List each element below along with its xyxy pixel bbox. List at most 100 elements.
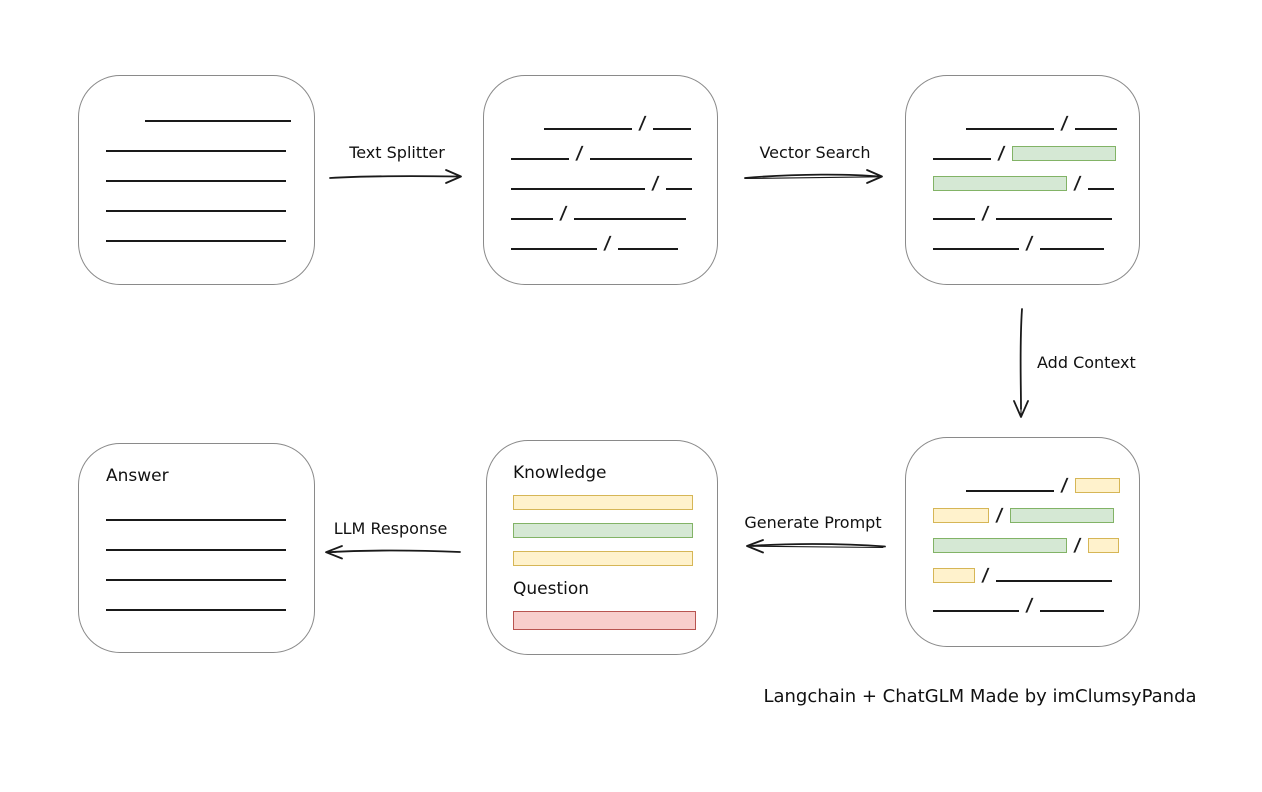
text-row xyxy=(106,551,314,581)
text-row: / xyxy=(906,582,1139,616)
red-bar xyxy=(513,611,696,630)
green-highlight-bar xyxy=(933,538,1067,553)
context-lines: / / / / / xyxy=(906,462,1139,616)
diagram-caption: Langchain + ChatGLM Made by imClumsyPand… xyxy=(763,686,1197,707)
green-highlight-bar xyxy=(1009,508,1114,523)
text-gap xyxy=(933,129,959,130)
knowledge-bars xyxy=(513,495,693,566)
text-slash: / xyxy=(980,203,990,224)
yellow-highlight-bar xyxy=(1074,478,1120,493)
text-line xyxy=(665,178,692,190)
text-row: / xyxy=(484,220,717,254)
text-row xyxy=(106,491,314,521)
text-line xyxy=(933,208,975,220)
text-line xyxy=(511,208,553,220)
yellow-highlight-bar xyxy=(933,568,975,583)
left-arrow-icon xyxy=(325,545,461,560)
text-row xyxy=(79,182,314,212)
text-line xyxy=(1074,118,1117,130)
text-line xyxy=(106,569,286,581)
question-label: Question xyxy=(513,579,590,599)
text-slash: / xyxy=(637,113,647,134)
text-slash: / xyxy=(1024,595,1034,616)
yellow-highlight-bar xyxy=(1087,538,1119,553)
vector-matches-box: ///// xyxy=(905,75,1140,285)
text-line xyxy=(589,148,692,160)
text-line xyxy=(573,208,686,220)
document-box xyxy=(78,75,315,285)
answer-lines xyxy=(106,491,314,611)
text-row xyxy=(106,521,314,551)
text-slash: / xyxy=(574,143,584,164)
text-row: / xyxy=(906,190,1139,224)
green-highlight-bar xyxy=(1011,146,1116,161)
text-line xyxy=(995,208,1112,220)
right-arrow-icon xyxy=(329,169,462,184)
text-line xyxy=(966,480,1054,492)
text-row xyxy=(106,581,314,611)
text-slash: / xyxy=(996,143,1006,164)
generate-prompt-arrow: Generate Prompt xyxy=(738,513,888,557)
text-splitter-label: Text Splitter xyxy=(349,143,445,162)
left-arrow-icon xyxy=(746,539,886,554)
text-line xyxy=(966,118,1054,130)
llm-response-label: LLM Response xyxy=(333,519,448,538)
right-arrow-icon xyxy=(744,169,883,184)
add-context-label: Add Context xyxy=(1037,353,1136,372)
text-line xyxy=(106,230,286,242)
text-row: / xyxy=(906,100,1139,134)
retrieved-lines: ///// xyxy=(906,100,1139,254)
text-slash: / xyxy=(1072,535,1082,556)
text-slash: / xyxy=(558,203,568,224)
text-gap xyxy=(106,121,138,122)
add-context-arrow xyxy=(1008,306,1034,424)
text-row: / xyxy=(906,552,1139,586)
text-row: / xyxy=(484,190,717,224)
context-box: / / / / / xyxy=(905,437,1140,647)
text-line xyxy=(544,118,632,130)
llm-response-arrow: LLM Response xyxy=(318,519,463,563)
text-splitter-arrow: Text Splitter xyxy=(327,143,467,187)
green-bar xyxy=(513,523,693,538)
text-line xyxy=(106,170,286,182)
text-line xyxy=(933,600,1019,612)
vector-search-arrow: Vector Search xyxy=(742,143,888,187)
text-line xyxy=(933,148,991,160)
down-arrow-icon xyxy=(1013,308,1029,418)
text-row xyxy=(79,152,314,182)
text-row: / xyxy=(906,130,1139,164)
text-line xyxy=(106,599,286,611)
text-row: / xyxy=(484,130,717,164)
text-slash: / xyxy=(994,505,1004,526)
text-row: / xyxy=(484,100,717,134)
text-line xyxy=(617,238,678,250)
green-highlight-bar xyxy=(933,176,1067,191)
text-row xyxy=(79,122,314,152)
document-lines xyxy=(79,92,314,242)
text-slash: / xyxy=(1059,475,1069,496)
text-row: / xyxy=(906,220,1139,254)
text-slash: / xyxy=(650,173,660,194)
text-line xyxy=(995,570,1112,582)
text-slash: / xyxy=(602,233,612,254)
vector-search-label: Vector Search xyxy=(759,143,871,162)
text-line xyxy=(1039,238,1104,250)
text-line xyxy=(106,539,286,551)
yellow-highlight-bar xyxy=(933,508,989,523)
text-row: / xyxy=(906,492,1139,526)
text-line xyxy=(1039,600,1104,612)
text-row: / xyxy=(906,462,1139,496)
text-line xyxy=(511,148,569,160)
text-line xyxy=(106,140,286,152)
text-gap xyxy=(933,491,959,492)
text-line xyxy=(511,178,645,190)
text-row: / xyxy=(484,160,717,194)
text-slash: / xyxy=(1024,233,1034,254)
text-slash: / xyxy=(980,565,990,586)
yellow-bar xyxy=(513,495,693,510)
generate-prompt-label: Generate Prompt xyxy=(744,513,882,532)
text-line xyxy=(106,509,286,521)
text-row: / xyxy=(906,522,1139,556)
question-bars xyxy=(513,611,696,630)
text-gap xyxy=(511,129,537,130)
